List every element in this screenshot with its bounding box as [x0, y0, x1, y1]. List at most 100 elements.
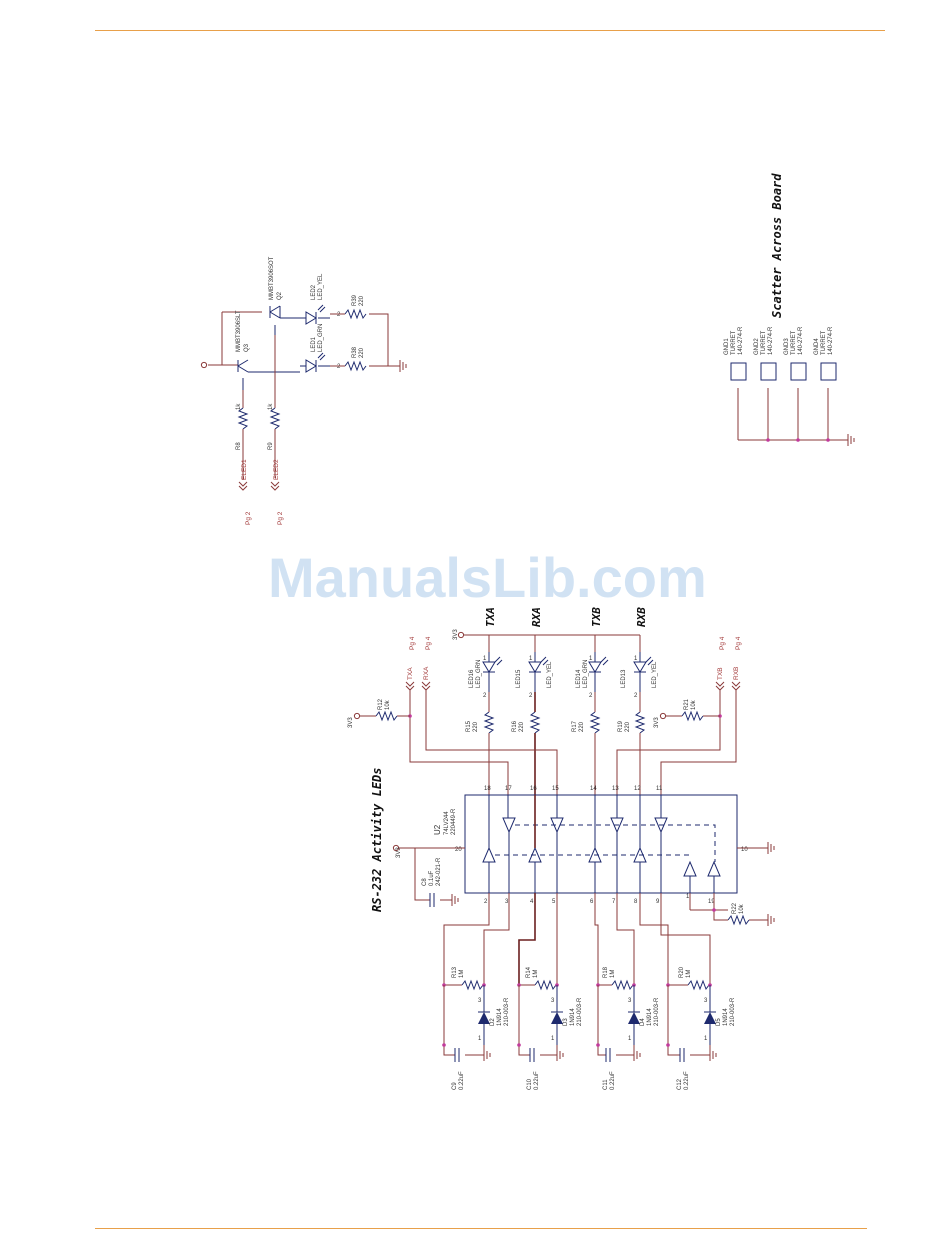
ground-turrets: Scatter Across Board GND1 TURRET 140-274…: [724, 173, 855, 446]
d4-part: 1N914: [647, 1008, 653, 1026]
turret-type: TURRET: [791, 330, 797, 355]
diode-pin: 1: [551, 1036, 555, 1042]
footer-rule: [95, 1228, 867, 1229]
turret-gnd4: [820, 362, 837, 381]
pin-label: 1: [686, 894, 690, 900]
rail-3v3-top: 3V3: [453, 629, 459, 640]
port-eled2: [270, 481, 280, 491]
port-txb-right: TXB: [717, 667, 724, 680]
d2-ref: D2: [490, 1018, 496, 1026]
ic-u2-74lv244: [464, 794, 738, 894]
r12-ref: R12: [378, 698, 384, 710]
diode-pin: 3: [628, 998, 632, 1004]
pin-gnd: 10: [741, 847, 748, 853]
pin-label: 8: [634, 899, 638, 905]
turret-gnd2: [760, 362, 777, 381]
resistor-r16: [529, 711, 541, 734]
led-pin: 2: [589, 693, 593, 699]
diode-pin: 3: [551, 998, 555, 1004]
r21-ref: R21: [684, 698, 690, 710]
led-pin: 2: [529, 693, 533, 699]
signal-txb: TXB: [590, 607, 603, 627]
rs232-title: RS-232 Activity LEDs: [370, 768, 384, 913]
ground-symbol: [451, 894, 459, 906]
turret-ref: GND2: [754, 338, 760, 355]
resistor-r19: [634, 711, 646, 734]
pin-label: 2: [484, 899, 488, 905]
u2-number: 220449-R: [451, 808, 457, 835]
turret-part: 140-274-R: [828, 326, 834, 355]
q3-part: MMBT3906SLT: [236, 310, 242, 352]
ground-symbols: [483, 1049, 717, 1061]
led-pin: 2: [483, 693, 487, 699]
rail-3v3-left: 3V3: [348, 717, 354, 728]
led16-ref: LED16: [469, 669, 475, 688]
pin-label: 5: [552, 899, 556, 905]
d5-number: 210-003-R: [730, 997, 736, 1026]
d3-ref: D3: [563, 1018, 569, 1026]
c10-ref: C10: [527, 1078, 533, 1090]
c8-value: 0.1uF: [429, 870, 435, 886]
header-rule: [95, 30, 885, 31]
resistor-r8: [237, 407, 249, 430]
diode-pin: 1: [478, 1036, 482, 1042]
r12-value: 10k: [385, 699, 391, 710]
led1-value: LED_GRN: [318, 324, 324, 352]
r16-value: 220: [519, 721, 525, 732]
r39-ref: R39: [352, 294, 358, 306]
d3-number: 210-003-R: [577, 997, 583, 1026]
port-rxb-right: RXB: [733, 667, 740, 680]
d4-number: 210-003-R: [654, 997, 660, 1026]
r9-value: 1k: [268, 403, 274, 410]
r38-pin: 2: [337, 364, 341, 370]
port-txa-left: TXA: [407, 667, 414, 680]
c9-value: 0.22uF: [459, 1071, 465, 1090]
ground-symbol: [767, 914, 775, 926]
led13-value: LED_YEL: [652, 661, 658, 688]
r39-pin: 2: [337, 312, 341, 318]
led-pin: 2: [634, 693, 638, 699]
turret-gnd3: [790, 362, 807, 381]
rs232-activity-leds: RS-232 Activity LEDs TXA RXA TXB RXB 3V3…: [348, 607, 775, 1090]
net-eled1: ELED1: [241, 459, 248, 480]
diode-pin: 3: [704, 998, 708, 1004]
u2-ref: U2: [433, 824, 442, 835]
r38-ref: R38: [352, 346, 358, 358]
r17-value: 220: [579, 721, 585, 732]
r20-ref: R20: [679, 966, 685, 978]
transistor-q3: MMBT3906SLT Q3: [236, 310, 300, 390]
pin-label: 7: [612, 899, 616, 905]
rail-3v3-right: 3V3: [654, 717, 660, 728]
r13-value: 1M: [459, 970, 465, 978]
r17-ref: R17: [572, 720, 578, 732]
resistor-r14: [534, 979, 557, 991]
activity-led-row: [482, 652, 654, 692]
resistor-r15: [483, 711, 495, 734]
page-ref: Pg 4: [719, 636, 726, 650]
transistor-q2: MMBT3906SOT Q2: [269, 256, 300, 335]
led-pin: 1: [483, 656, 487, 662]
r21-value: 10k: [691, 699, 697, 710]
capacitor-c10: [529, 1048, 535, 1062]
pin-label: 3: [505, 899, 509, 905]
r19-ref: R19: [618, 720, 624, 732]
diode-pin: 1: [704, 1036, 708, 1042]
turret-ref: GND3: [784, 338, 790, 355]
resistor-r12: [375, 710, 398, 722]
resistor-r20: [687, 979, 710, 991]
capacitor-c12: [679, 1048, 685, 1062]
turret-type: TURRET: [761, 330, 767, 355]
pin-label: 18: [484, 786, 491, 792]
led-pin: 1: [589, 656, 593, 662]
signal-rxa: RXA: [530, 607, 543, 627]
turret-type: TURRET: [821, 330, 827, 355]
turret-ref: GND1: [724, 338, 730, 355]
r15-ref: R15: [466, 720, 472, 732]
led15-ref: LED15: [516, 669, 522, 688]
turret-part: 140-274-R: [798, 326, 804, 355]
turret-ref: GND4: [814, 338, 820, 355]
ground-symbol: [399, 360, 407, 372]
r8-value: 1k: [236, 403, 242, 410]
u2-top-pins: 18 17 16 15 14 13 12 11: [484, 786, 663, 792]
